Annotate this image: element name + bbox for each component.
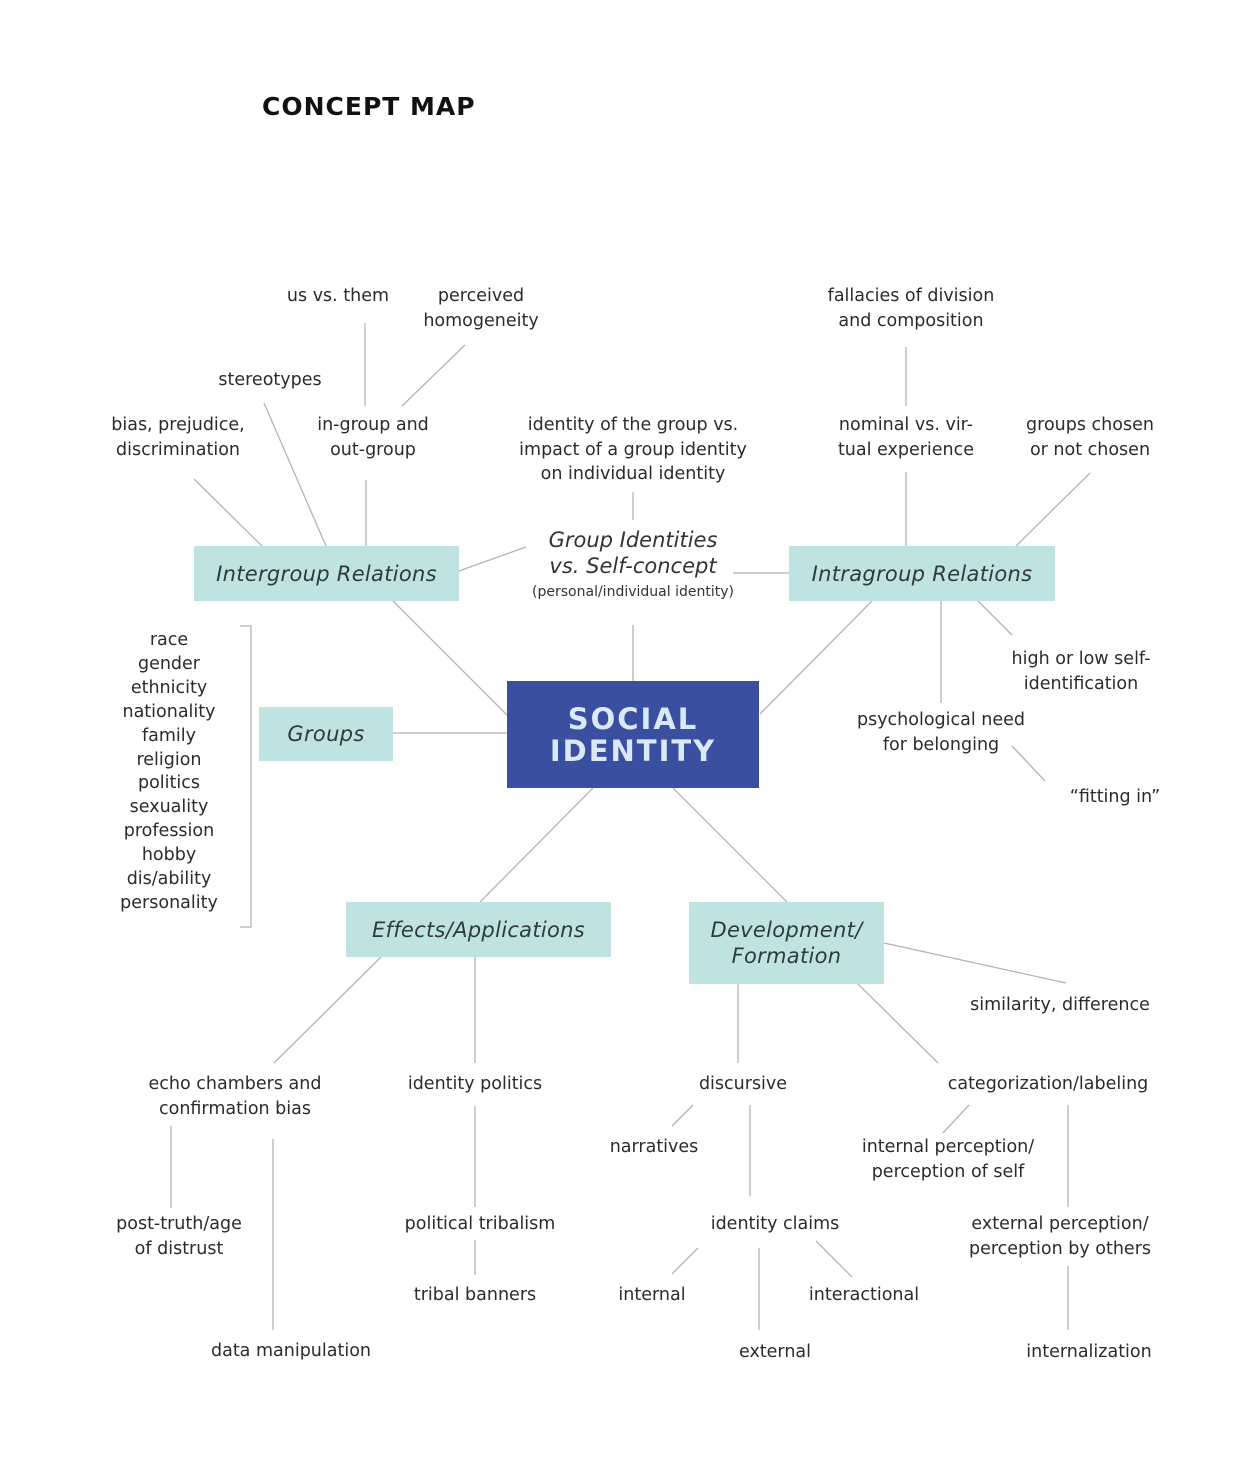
fitting-in-label: “fitting in” [1069, 787, 1161, 807]
center-line-2: IDENTITY [549, 733, 717, 768]
in-group-line-2: out-group [330, 439, 416, 460]
tribal-banners-label: tribal banners [413, 1285, 537, 1305]
perceived-homogeneity-line-1: perceived [437, 286, 525, 306]
group-item: profession [123, 821, 215, 842]
psych-need-line-1: psychological need [856, 710, 1026, 730]
categorization-labeling-label: categorization/labeling [947, 1074, 1149, 1094]
page-title: CONCEPT MAP [262, 92, 476, 121]
bias-prejudice-label: bias, prejudice, discrimination [111, 413, 245, 462]
echo-chambers-label: echo chambers and confirmation bias [149, 1072, 322, 1121]
group-identities-line-2: vs. Self-concept [549, 554, 717, 578]
groups-list: race gender ethnicity nationality family… [120, 629, 218, 916]
identity-of-group-line-3: on individual identity [540, 464, 726, 484]
in-group-out-group-label: in-group and out-group [317, 413, 429, 462]
group-identities-note: (personal/individual identity) [532, 584, 734, 600]
group-identities-line-1: Group Identities [548, 528, 718, 552]
us-vs-them-label: us vs. them [286, 286, 390, 306]
identity-of-group-line-1: identity of the group vs. [527, 415, 739, 435]
fallacies-label: fallacies of division and composition [828, 284, 995, 333]
group-item: gender [137, 653, 201, 674]
group-item: sexuality [129, 797, 209, 818]
identity-claims-label: identity claims [710, 1214, 840, 1234]
groups-chosen-label: groups chosen or not chosen [1026, 413, 1154, 462]
external-perception-line-2: perception by others [968, 1238, 1152, 1259]
narratives-label: narratives [609, 1137, 699, 1157]
post-truth-line-1: post-truth/age [116, 1214, 242, 1234]
self-identification-label: high or low self- identification [1012, 647, 1151, 696]
groups-chosen-line-2: or not chosen [1029, 439, 1151, 460]
in-group-line-1: in-group and [317, 415, 429, 435]
group-item: race [149, 630, 189, 650]
intergroup-relations-box: Intergroup Relations [194, 546, 459, 601]
center-line-1: SOCIAL [567, 701, 699, 736]
fallacies-line-1: fallacies of division [827, 286, 995, 306]
intragroup-relations-box: Intragroup Relations [789, 546, 1055, 601]
self-identification-line-1: high or low self- [1011, 649, 1151, 669]
group-item: hobby [141, 845, 197, 866]
group-item: ethnicity [130, 677, 208, 698]
internal-perception-line-2: perception of self [871, 1161, 1025, 1182]
development-line-1: Development/ [710, 918, 863, 942]
group-item: politics [137, 773, 200, 794]
development-line-2: Formation [731, 944, 842, 968]
group-item: nationality [122, 701, 216, 722]
nominal-virtual-label: nominal vs. vir- tual experience [838, 413, 974, 462]
identity-of-group-label: identity of the group vs. impact of a gr… [519, 413, 747, 487]
psych-need-line-2: for belonging [882, 734, 1000, 755]
internalization-label: internalization [1026, 1342, 1152, 1362]
internal-perception-line-1: internal perception/ [861, 1137, 1035, 1157]
self-identification-line-2: identification [1023, 673, 1139, 694]
bias-line-1: bias, prejudice, [111, 415, 245, 435]
nominal-line-2: tual experience [837, 439, 975, 460]
internal-perception-label: internal perception/ perception of self [862, 1135, 1034, 1184]
discursive-label: discursive [698, 1074, 788, 1094]
group-identities-node: Group Identities vs. Self-concept (perso… [532, 527, 734, 603]
bias-line-2: discrimination [115, 439, 240, 460]
similarity-difference-label: similarity, difference [970, 995, 1150, 1015]
development-formation-box: Development/ Formation [689, 902, 884, 984]
nominal-line-1: nominal vs. vir- [838, 415, 974, 435]
group-item: personality [120, 892, 218, 913]
group-item: family [141, 725, 196, 746]
group-item: dis/ability [126, 869, 212, 890]
effects-applications-box: Effects/Applications [346, 902, 611, 957]
social-identity-node: SOCIAL IDENTITY [507, 681, 759, 788]
external-perception-line-1: external perception/ [971, 1214, 1149, 1234]
fallacies-line-2: and composition [838, 310, 984, 331]
interactional-label: interactional [808, 1285, 920, 1305]
perceived-homogeneity-line-2: homogeneity [423, 310, 539, 331]
perceived-homogeneity-label: perceived homogeneity [423, 284, 538, 333]
data-manipulation-label: data manipulation [210, 1341, 372, 1361]
political-tribalism-label: political tribalism [404, 1214, 556, 1234]
echo-line-1: echo chambers and [148, 1074, 322, 1094]
post-truth-line-2: of distrust [134, 1238, 224, 1259]
post-truth-label: post-truth/age of distrust [116, 1212, 242, 1261]
groups-chosen-line-1: groups chosen [1026, 415, 1154, 435]
identity-politics-label: identity politics [407, 1074, 543, 1094]
stereotypes-label: stereotypes [218, 370, 322, 390]
external-label: external [738, 1342, 812, 1362]
identity-of-group-line-2: impact of a group identity [519, 439, 747, 460]
groups-box: Groups [259, 707, 393, 761]
internal-label: internal [618, 1285, 686, 1305]
external-perception-label: external perception/ perception by other… [969, 1212, 1151, 1261]
echo-line-2: confirmation bias [158, 1098, 311, 1119]
group-item: religion [136, 749, 202, 770]
psychological-need-label: psychological need for belonging [857, 708, 1025, 757]
